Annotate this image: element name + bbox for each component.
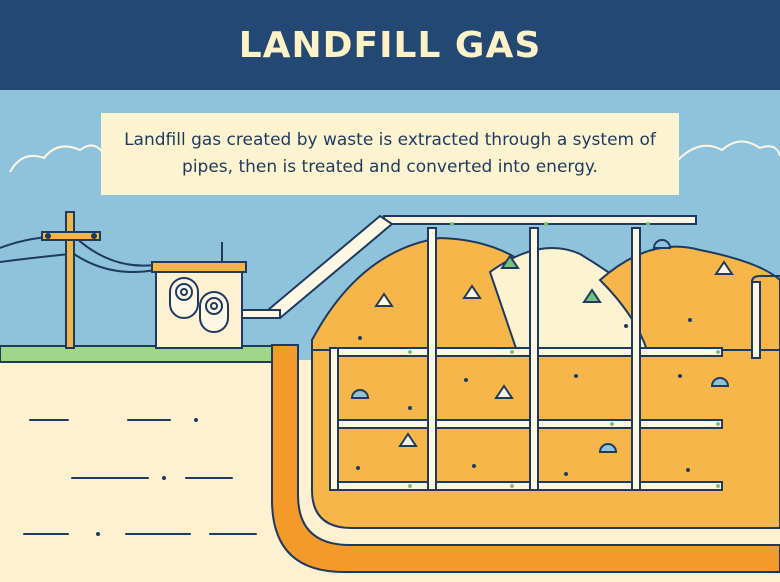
- header-banner: LANDFILL GAS: [0, 0, 780, 90]
- ground-dashes: [23, 419, 257, 535]
- grass-strip: [0, 345, 291, 363]
- vent-pipe: [751, 281, 761, 359]
- gas-meter-icon: [169, 277, 229, 333]
- cloud-icon: [9, 140, 780, 173]
- waste-item-icon: [350, 239, 734, 453]
- utility-pole-icon: [41, 211, 101, 349]
- landfill-liner: [271, 344, 780, 573]
- power-plant-icon: [151, 242, 247, 349]
- gas-pipe-network: [239, 214, 723, 491]
- caption-text: Landfill gas created by waste is extract…: [124, 130, 656, 177]
- caption-box: Landfill gas created by waste is extract…: [101, 113, 679, 195]
- page-title: LANDFILL GAS: [238, 24, 542, 66]
- waste-pit: [311, 340, 780, 529]
